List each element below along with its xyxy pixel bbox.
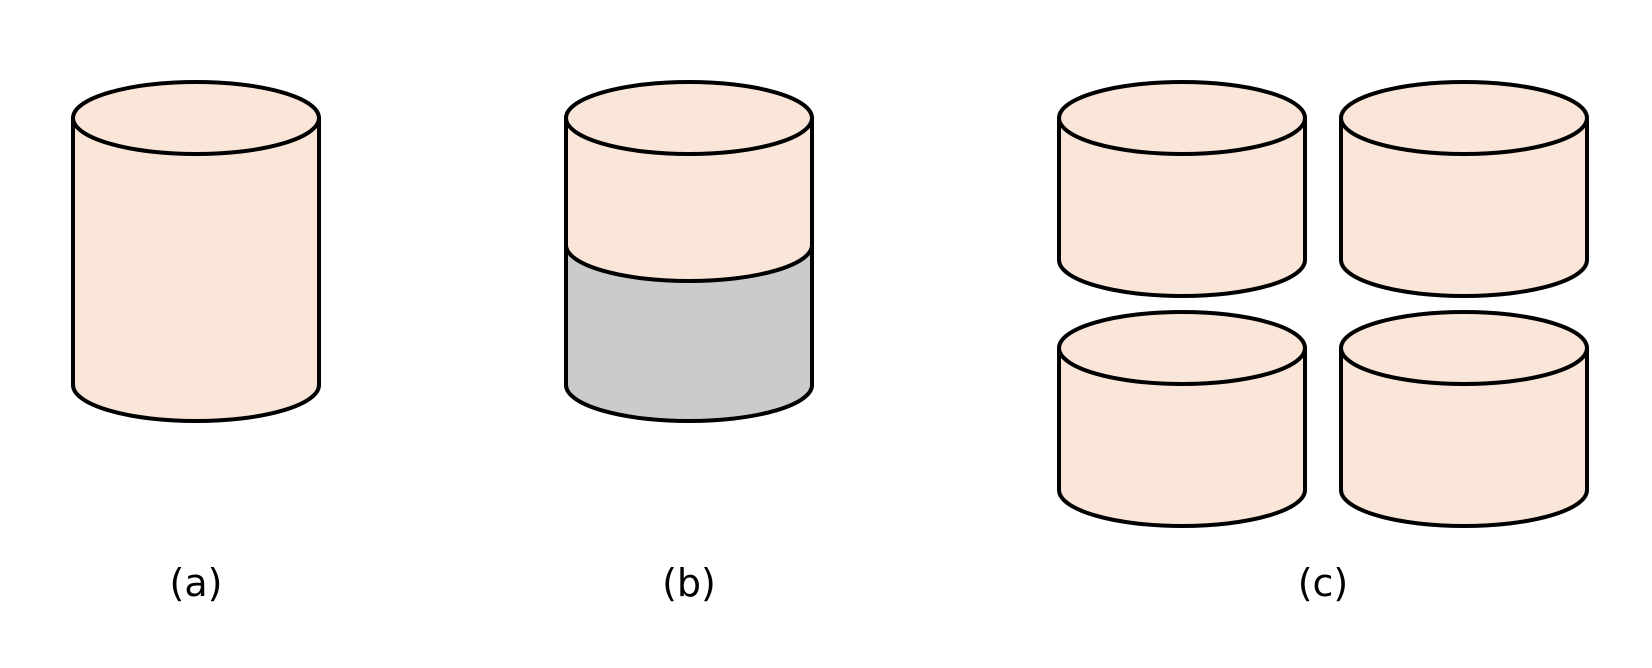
cylinder-c-top-right [1339,80,1589,298]
caption-c: (c) [1298,561,1349,605]
cylinder-a-top [71,80,321,156]
cylinder-b-top [564,80,814,156]
cylinder-a-body [71,116,321,423]
cylinder-c1-top [1057,80,1307,156]
cylinder-c3-top [1057,310,1307,386]
cylinder-b-lower-segment [564,243,814,423]
cylinder-c3-body [1057,346,1307,528]
cylinder-c-bottom-right [1339,310,1589,528]
cylinder-c2-top [1339,80,1589,156]
cylinder-c4-body [1339,346,1589,528]
cylinder-c2-body [1339,116,1589,298]
panel-a: (a) [71,80,321,605]
cylinder-c4-top [1339,310,1589,386]
caption-a: (a) [170,561,223,605]
cylinder-c-top-left [1057,80,1307,298]
caption-b: (b) [662,561,716,605]
cylinder-c-bottom-left [1057,310,1307,528]
cylinder-c1-body [1057,116,1307,298]
cylinder-b [564,80,814,423]
cylinder-b-upper-segment [564,116,814,283]
panel-b: (b) [564,80,814,605]
cylinder-a [71,80,321,423]
panel-c: (c) [1057,80,1589,605]
